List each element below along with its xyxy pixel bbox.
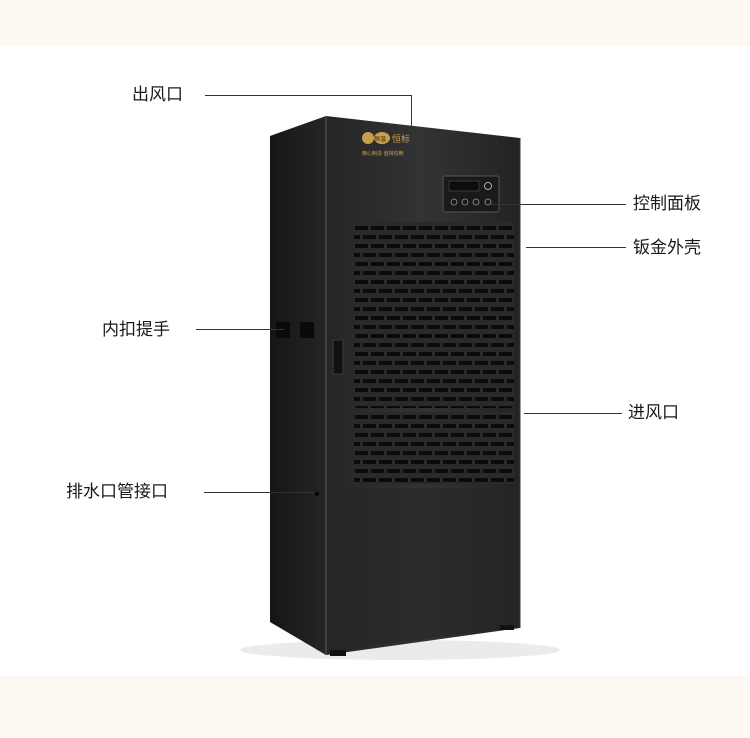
top-background-band: [0, 0, 750, 46]
callout-inlet: 进风口: [628, 403, 679, 423]
drain-port: [315, 492, 319, 496]
door-latch: [332, 339, 344, 375]
brand-logo-icon: [362, 132, 374, 144]
callout-outlet: 出风口: [132, 85, 183, 105]
callout-inner-handle: 内扣提手: [102, 320, 170, 340]
bottom-background-band: [0, 676, 750, 738]
callout-sheet-metal-shell: 钣金外壳: [633, 238, 701, 258]
leader-sheet-metal-shell: [526, 247, 626, 248]
callout-drain-connector: 排水口管接口: [66, 482, 168, 502]
leader-drain-connector: [204, 492, 314, 493]
brand-tagline: 精心制造 值得信赖: [362, 150, 404, 157]
side-panel: [270, 116, 326, 655]
foot: [330, 650, 346, 656]
brand-name: 恒标: [392, 133, 410, 145]
brand-mark: 恒温: [374, 135, 386, 143]
grille-stagger: [354, 231, 514, 402]
lower-panel: [330, 488, 518, 652]
side-handle-right: [300, 322, 314, 338]
leader-inlet: [524, 413, 622, 414]
callout-control-panel: 控制面板: [633, 194, 701, 214]
leader-control-panel: [490, 204, 626, 205]
side-handle-left: [276, 322, 290, 338]
leader-inner-handle: [196, 329, 284, 330]
leader-outlet-v: [411, 95, 412, 145]
leader-outlet-h: [205, 95, 412, 96]
control-display: [448, 180, 480, 192]
power-button-icon: [484, 182, 492, 190]
